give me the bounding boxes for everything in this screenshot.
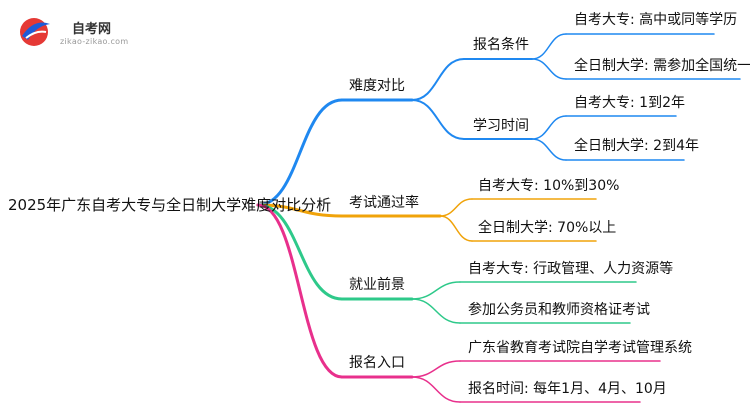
edge-root-registration (256, 203, 344, 379)
leaf-text: 自考大专: 高中或同等学历 (574, 12, 738, 28)
sub-registration-conditions: 报名条件 (473, 37, 529, 53)
root-node: 2025年广东自考大专与全日制大学难度对比分析 (8, 196, 332, 214)
edge-registration-leaf2 (411, 376, 461, 403)
leaf-text: 全日制大学: 需参加全国统一高考 (574, 58, 750, 74)
leaf-text: 全日制大学: 2到4年 (574, 138, 699, 154)
leaf-text: 参加公务员和教师资格证考试 (468, 302, 650, 318)
leaf-text: 全日制大学: 70%以上 (478, 220, 617, 236)
branch-employment: 就业前景 (349, 277, 405, 293)
branch-registration-entry: 报名入口 (349, 355, 405, 371)
sub-study-time: 学习时间 (473, 118, 529, 134)
edge-difficulty-conditions (411, 58, 465, 101)
edge-employment-leaf1 (411, 281, 461, 300)
edge-study-leaf1 (531, 115, 567, 140)
leaf-text: 广东省教育考试院自学考试管理系统 (468, 340, 692, 356)
edge-conditions-leaf1 (531, 33, 567, 60)
branch-difficulty: 难度对比 (349, 78, 405, 94)
edge-root-difficulty (256, 98, 344, 207)
leaf-text: 自考大专: 1到2年 (574, 95, 685, 111)
site-logo: 自考网 zikao-zikao.com (14, 14, 154, 54)
logo-icon (20, 18, 50, 46)
edge-study-leaf2 (531, 138, 567, 161)
leaf-text: 自考大专: 10%到30% (478, 178, 620, 194)
edge-pass-leaf2 (439, 215, 473, 242)
edge-registration-leaf1 (411, 360, 461, 378)
edge-difficulty-study-time (411, 99, 465, 140)
edge-pass-leaf1 (439, 198, 473, 217)
logo-url: zikao-zikao.com (60, 37, 129, 46)
edge-conditions-leaf2 (531, 58, 567, 80)
leaf-text: 自考大专: 行政管理、人力资源等 (468, 261, 674, 277)
edge-root-pass-rate (256, 203, 344, 218)
edge-root-employment (256, 203, 344, 301)
logo-title: 自考网 (72, 22, 112, 37)
leaf-text: 报名时间: 每年1月、4月、10月 (468, 381, 667, 397)
branch-pass-rate: 考试通过率 (349, 195, 419, 211)
edge-employment-leaf2 (411, 298, 461, 324)
